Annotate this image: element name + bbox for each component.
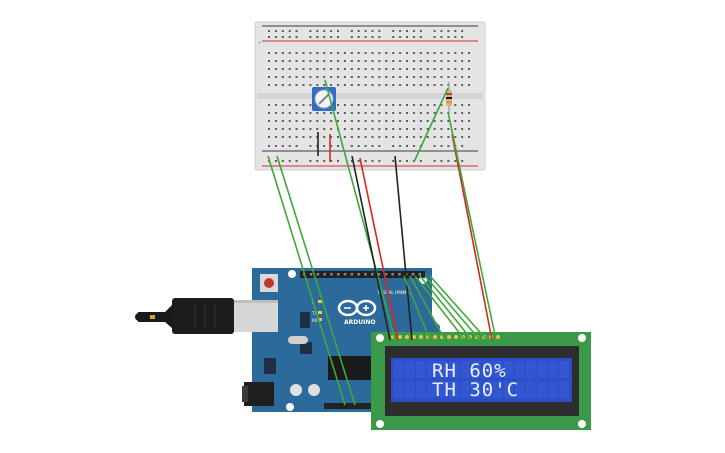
wire-black-1[interactable] — [351, 155, 391, 341]
led-label-rx: RX — [312, 318, 318, 323]
wire-green-d4[interactable] — [419, 275, 473, 341]
arduino-logo: ARDUINO — [337, 299, 377, 326]
arduino-brand-text: ARDUINO — [344, 319, 375, 326]
rail-mark-plus: + — [258, 40, 261, 45]
lcd-line-2: TH 30'C — [432, 379, 519, 401]
resistor-icon[interactable] — [446, 82, 452, 112]
lcd-line-1: RH 60% — [432, 360, 507, 382]
digital-header-label: DIGITAL (PWM~) — [378, 290, 412, 295]
wire-red-1[interactable] — [359, 157, 399, 341]
wire-black-2[interactable] — [394, 155, 413, 341]
wire-green-d3[interactable] — [424, 275, 481, 341]
wire-green-pot-vo[interactable] — [324, 79, 396, 341]
lcd-display-module[interactable]: RH 60% TH 30'C — [371, 332, 591, 430]
power-jack-icon[interactable] — [242, 382, 274, 406]
usb-cable-icon[interactable] — [135, 298, 278, 334]
wire-green-d5[interactable] — [414, 275, 466, 341]
reset-button[interactable] — [260, 274, 278, 292]
led-label-tx: TX — [311, 311, 317, 316]
wire-green-5v-rail[interactable] — [276, 155, 356, 406]
wire-green-rail-lcd[interactable] — [447, 111, 497, 341]
wire-green-d12[interactable] — [403, 275, 431, 341]
breadboard-holes — [268, 30, 471, 162]
wires — [267, 79, 497, 406]
wire-green-gnd-rail[interactable] — [267, 155, 346, 406]
rail-mark-minus: - — [258, 25, 260, 30]
wire-green-d11[interactable] — [409, 275, 446, 341]
lcd-character-cells — [394, 361, 569, 398]
wire-red-2[interactable] — [451, 133, 493, 341]
digital-header-pins — [303, 273, 422, 276]
wire-green-d2[interactable] — [429, 275, 488, 341]
wire-green-resistor[interactable] — [413, 87, 449, 163]
